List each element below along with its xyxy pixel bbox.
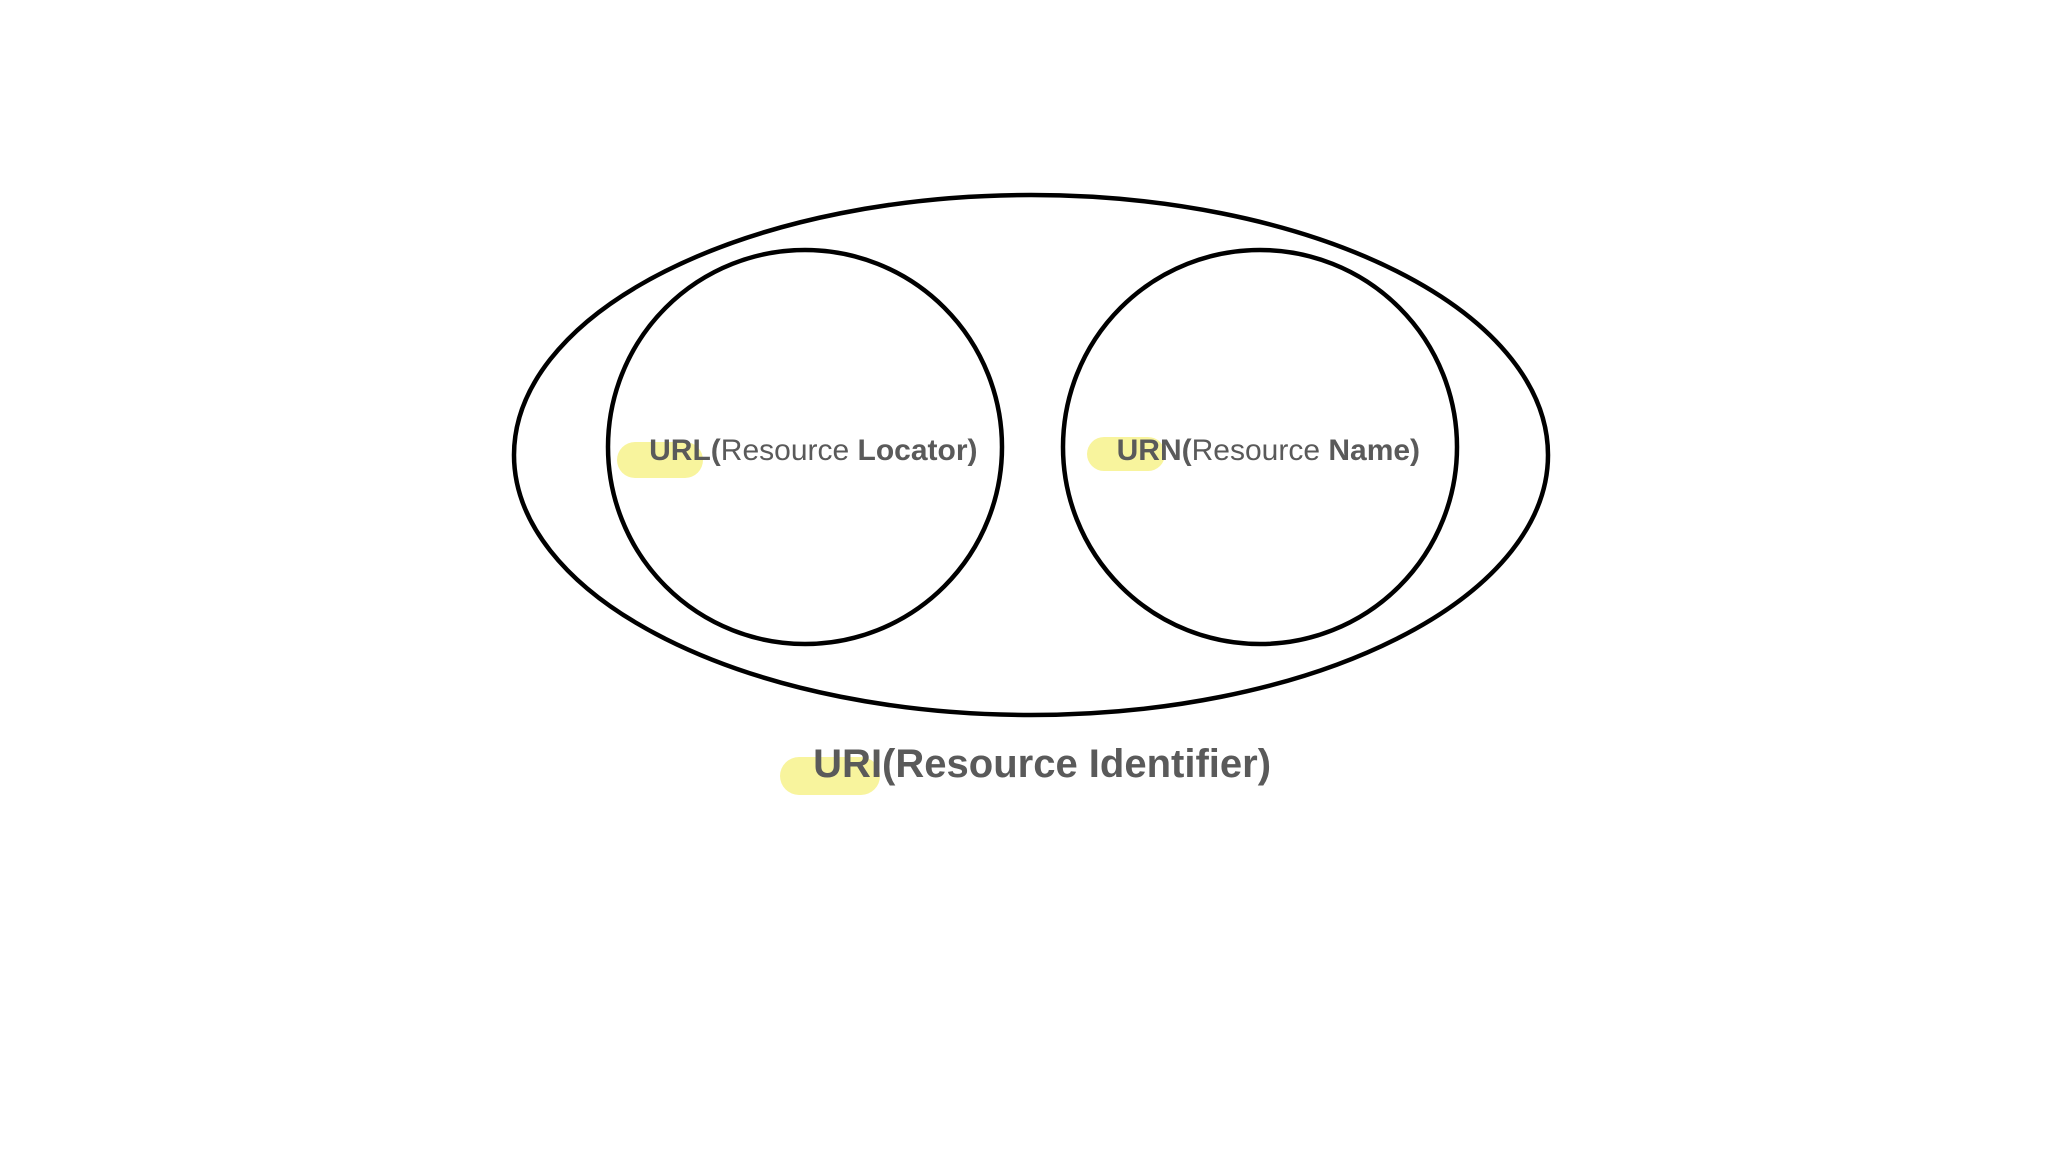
urn-tail: Name) (1328, 434, 1420, 467)
url-word: Resource (721, 434, 858, 467)
url-tail: Locator) (858, 434, 978, 467)
uri-rest: Resource Identifier) (895, 742, 1271, 786)
uri-abbr: URI( (813, 742, 896, 786)
uri-label: URI(Resource Identifier) (735, 742, 1326, 786)
url-highlight-mark (617, 442, 703, 478)
urn-word: Resource (1192, 434, 1329, 467)
url-abbr: URL( (649, 434, 721, 467)
urn-circle (1060, 247, 1460, 647)
url-circle (605, 247, 1005, 647)
urn-highlight-mark (1087, 437, 1165, 471)
uri-highlight-mark (780, 757, 880, 795)
url-label: URL(Resource Locator) (591, 434, 1019, 467)
uri-ellipse (511, 192, 1551, 718)
urn-label: URN(Resource Name) (1058, 434, 1461, 467)
urn-abbr: URN( (1117, 434, 1192, 467)
